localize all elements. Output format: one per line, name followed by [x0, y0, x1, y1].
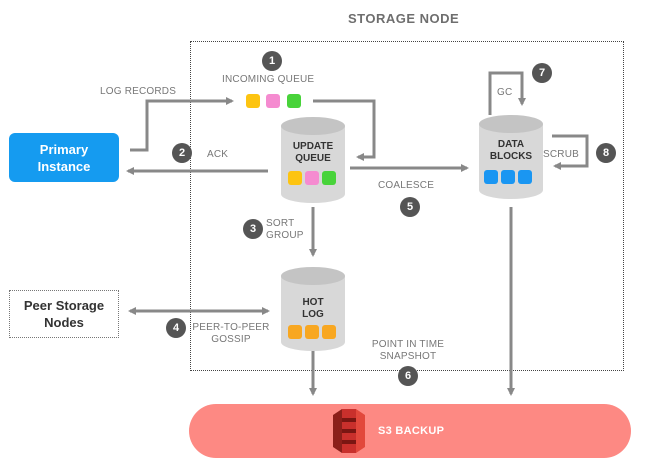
arrow-log-records	[130, 97, 234, 152]
ack-label: ACK	[207, 149, 229, 160]
snapshot-label: POINT IN TIME SNAPSHOT	[371, 339, 445, 362]
s3-bucket-icon	[333, 409, 365, 453]
update-queue-label: UPDATE QUEUE	[292, 141, 334, 164]
step-badge-8: 8	[596, 143, 616, 163]
step-badge-5: 5	[400, 197, 420, 217]
data-block-item	[501, 170, 515, 184]
step-badge-7: 7	[532, 63, 552, 83]
arrow-gc-loop	[488, 71, 526, 115]
incoming-queue-item-green	[287, 94, 301, 108]
data-blocks-label: DATA BLOCKS	[489, 139, 533, 162]
hot-log-label: HOT LOG	[302, 297, 324, 320]
log-records-label: LOG RECORDS	[100, 86, 177, 97]
update-queue-item-green	[322, 171, 336, 185]
peer-storage-nodes-label: Peer Storage Nodes	[23, 298, 105, 330]
step-badge-3: 3	[243, 219, 263, 239]
hot-log-item	[288, 325, 302, 339]
peer-storage-nodes-box: Peer Storage Nodes	[9, 290, 119, 338]
coalesce-label: COALESCE	[378, 180, 435, 191]
update-queue-item-pink	[305, 171, 319, 185]
gc-label: GC	[497, 87, 513, 98]
storage-node-title: STORAGE NODE	[348, 11, 460, 26]
primary-instance-box: Primary Instance	[9, 133, 119, 182]
sort-group-label: SORT GROUP	[266, 218, 304, 241]
step-badge-6: 6	[398, 366, 418, 386]
step-badge-4: 4	[166, 318, 186, 338]
step-badge-2: 2	[172, 143, 192, 163]
peer-gossip-label: PEER-TO-PEER GOSSIP	[192, 322, 270, 345]
scrub-label: SCRUB	[543, 149, 580, 160]
s3-backup-label: S3 BACKUP	[378, 425, 445, 437]
incoming-queue-label: INCOMING QUEUE	[222, 74, 315, 85]
arrow-scrub-loop	[552, 134, 589, 170]
hot-log-item	[322, 325, 336, 339]
data-block-item	[484, 170, 498, 184]
s3-backup-bar	[189, 404, 631, 458]
data-block-item	[518, 170, 532, 184]
incoming-queue-item-yellow	[246, 94, 260, 108]
update-queue-item-yellow	[288, 171, 302, 185]
hot-log-item	[305, 325, 319, 339]
incoming-queue-item-pink	[266, 94, 280, 108]
step-badge-1: 1	[262, 51, 282, 71]
arrow-queue-to-update	[313, 99, 376, 161]
primary-instance-label: Primary Instance	[37, 141, 91, 174]
